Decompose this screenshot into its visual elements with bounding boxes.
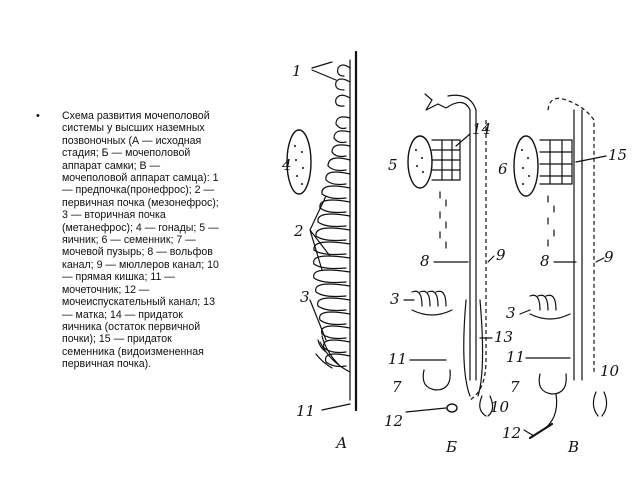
- label-7v: 7: [510, 378, 520, 396]
- gonad: [286, 129, 312, 195]
- leader-3v: [519, 309, 531, 315]
- stage-label-b: Б: [445, 438, 457, 456]
- leader-12b: [405, 407, 447, 413]
- stage-label-v: В: [567, 438, 579, 456]
- stage-label-a: А: [335, 434, 347, 452]
- label-2: 2: [293, 222, 304, 240]
- label-3: 3: [300, 288, 310, 306]
- leader-9b: [487, 255, 495, 263]
- label-3v: 3: [506, 304, 516, 322]
- caption-item: • Схема развития мочеполовой системы у в…: [36, 110, 224, 371]
- label-4: 4: [281, 156, 292, 174]
- leader-15: [575, 155, 607, 163]
- label-10v: 10: [600, 362, 620, 380]
- bullet: •: [36, 110, 40, 122]
- gonad-dots: [294, 145, 304, 185]
- label-14: 14: [472, 120, 491, 138]
- residual-tubules: [439, 191, 447, 249]
- label-8v: 8: [540, 252, 550, 270]
- ovary: [407, 135, 433, 189]
- rectum-v: [592, 391, 608, 417]
- label-12b: 12: [384, 412, 403, 430]
- label-6: 6: [498, 160, 508, 178]
- stage-v: 6 15 8 9 3 11 7 10 12 В: [498, 97, 627, 456]
- label-9b: 9: [496, 246, 506, 264]
- leader-9v: [595, 257, 605, 263]
- label-11b: 11: [388, 350, 407, 368]
- label-5: 5: [388, 156, 398, 174]
- leader-11a: [321, 403, 351, 411]
- leader-14: [455, 133, 471, 147]
- label-8b: 8: [420, 252, 430, 270]
- label-1: 1: [292, 62, 302, 80]
- mullerian-duct-b: [469, 120, 487, 401]
- leader-3: [309, 299, 327, 341]
- bladder-b: [422, 369, 451, 391]
- label-3b: 3: [390, 290, 400, 308]
- label-10b: 10: [490, 398, 510, 416]
- metanephros-b: [411, 290, 453, 316]
- caption-list: • Схема развития мочеполовой системы у в…: [36, 110, 224, 371]
- label-11a: 11: [296, 402, 315, 420]
- stage-b: 5 14 8 9 3 13 11 7 12 10 Б: [384, 93, 513, 456]
- bladder-v: [538, 373, 567, 395]
- testis: [513, 135, 539, 197]
- residual-tubules-v: [547, 195, 555, 247]
- rectum-b: [479, 395, 494, 417]
- label-12v: 12: [502, 424, 521, 442]
- label-7b: 7: [392, 378, 402, 396]
- pronephros-tubules: [335, 64, 351, 107]
- leader-12v: [523, 429, 535, 437]
- testis-dots: [521, 149, 530, 185]
- caption-text: Схема развития мочеполовой системы у выс…: [62, 110, 219, 371]
- ovary-dots: [415, 149, 424, 173]
- mullerian-duct-v: [547, 97, 595, 372]
- epididymis: [539, 139, 573, 185]
- label-15: 15: [608, 146, 627, 164]
- label-11v: 11: [506, 348, 525, 366]
- urethra-b: [446, 403, 458, 413]
- oviduct: [424, 93, 471, 381]
- label-13: 13: [494, 328, 513, 346]
- label-9v: 9: [604, 248, 614, 266]
- leader-1: [311, 61, 337, 81]
- metanephros-v: [529, 294, 571, 320]
- epoophoron: [431, 139, 461, 181]
- leader-2: [309, 195, 331, 271]
- metanephros-bud: [315, 335, 351, 373]
- uterus: [463, 299, 484, 397]
- wolffian-duct-v: [573, 109, 583, 381]
- stage-a: 1 2 3 4 11 А: [281, 50, 358, 452]
- oviduct-outer: [447, 94, 477, 111]
